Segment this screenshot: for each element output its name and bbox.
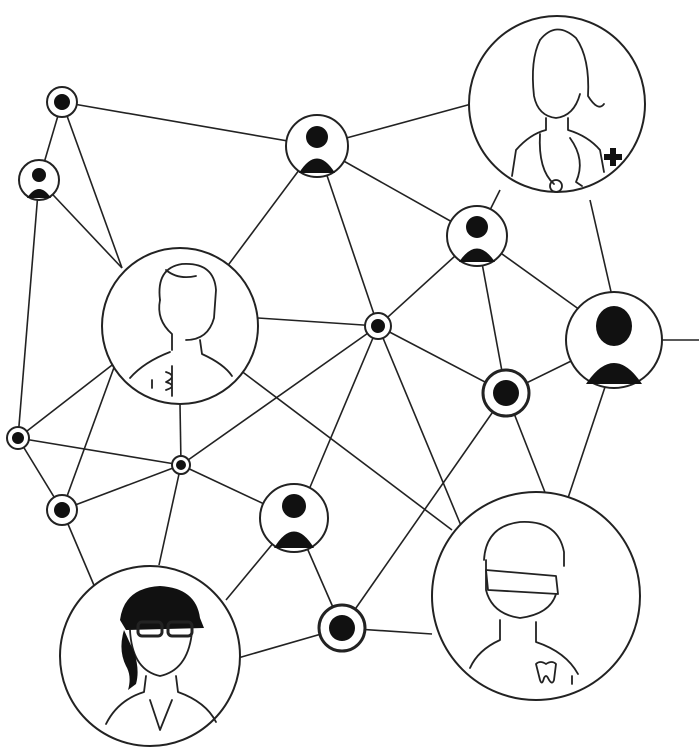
avatar-small <box>259 483 329 553</box>
edge <box>17 179 40 439</box>
hub-dot <box>6 426 30 450</box>
edge <box>17 437 182 466</box>
edge <box>179 403 182 466</box>
caduceus-icon <box>165 365 173 397</box>
hub-dot-large <box>481 368 531 418</box>
edge <box>158 464 182 566</box>
edge <box>377 325 463 529</box>
portrait-scientist-female <box>59 565 241 747</box>
edge <box>17 361 117 439</box>
avatar-small <box>446 205 508 267</box>
hub-dot <box>171 455 191 475</box>
glasses-icon <box>136 620 164 638</box>
edge <box>61 101 318 147</box>
hub-dot <box>364 312 392 340</box>
edge <box>239 369 453 531</box>
edge <box>257 317 379 327</box>
cross-icon <box>604 148 622 166</box>
edge <box>589 199 613 297</box>
hub-dot-large <box>317 603 367 653</box>
portrait-dentist-male <box>431 491 641 701</box>
edge <box>180 325 379 466</box>
avatar-small <box>18 159 60 201</box>
edge <box>341 392 507 629</box>
edge <box>61 464 182 511</box>
avatar-small <box>285 114 349 178</box>
portrait-doctor-male <box>101 247 259 405</box>
avatar-small <box>565 291 663 389</box>
edge <box>61 361 117 511</box>
hub-dot <box>46 494 78 526</box>
edge <box>307 325 379 493</box>
tooth-icon <box>535 661 557 684</box>
edge <box>565 383 607 505</box>
hub-dot <box>46 86 78 118</box>
portrait-doctor-female <box>468 15 646 193</box>
edge <box>61 101 123 269</box>
